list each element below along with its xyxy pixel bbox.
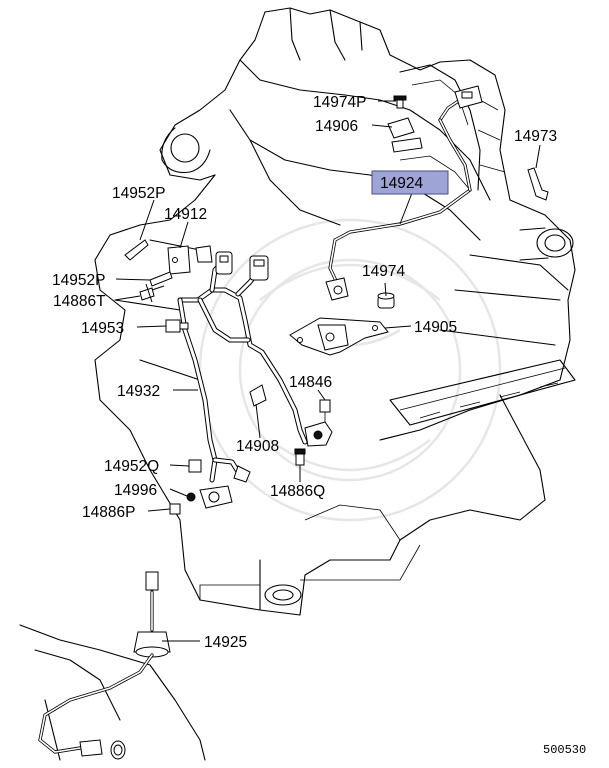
part-label-14846[interactable]: 14846 [289, 374, 332, 391]
part-label-14886Q[interactable]: 14886Q [270, 483, 325, 500]
part-label-14953[interactable]: 14953 [81, 320, 124, 337]
part-14906-connector [387, 85, 483, 192]
part-label-14886P[interactable]: 14886P [82, 504, 135, 521]
diagram-id: 500530 [543, 743, 586, 757]
part-label-14952P-top[interactable]: 14952P [112, 185, 165, 202]
sensor-lower-left [169, 459, 251, 515]
left-clips [124, 239, 173, 303]
part-14925-oxygen-sensor [38, 571, 171, 760]
part-label-14974P[interactable]: 14974P [313, 94, 366, 111]
part-label-14932[interactable]: 14932 [117, 383, 160, 400]
part-labels: 14974P 14906 14973 14924 14952P 14912 14… [52, 94, 586, 757]
part-label-14905[interactable]: 14905 [414, 319, 457, 336]
part-label-14906[interactable]: 14906 [315, 118, 358, 135]
part-label-14974[interactable]: 14974 [362, 263, 405, 280]
part-label-highlight-14924 [371, 170, 449, 195]
part-label-14886T[interactable]: 14886T [53, 293, 106, 310]
wiring-harness-14932 [177, 259, 308, 483]
part-14973-stay [527, 167, 549, 201]
part-label-14952Q[interactable]: 14952Q [104, 458, 159, 475]
part-label-14924[interactable]: 14924 [380, 175, 423, 192]
part-label-14996[interactable]: 14996 [114, 482, 157, 499]
engine-body [19, 7, 576, 761]
part-label-14908[interactable]: 14908 [236, 438, 279, 455]
part-label-14952P-mid[interactable]: 14952P [52, 272, 105, 289]
part-label-14925[interactable]: 14925 [204, 634, 247, 651]
part-14905-bracket [289, 317, 389, 356]
leader-lines [114, 100, 541, 642]
part-label-14973[interactable]: 14973 [514, 128, 557, 145]
sensor-14846 [249, 384, 333, 466]
part-14924-cable [325, 137, 472, 301]
harness-connectors [167, 245, 269, 281]
part-14953-clamp [165, 319, 189, 333]
part-label-14912[interactable]: 14912 [164, 206, 207, 223]
